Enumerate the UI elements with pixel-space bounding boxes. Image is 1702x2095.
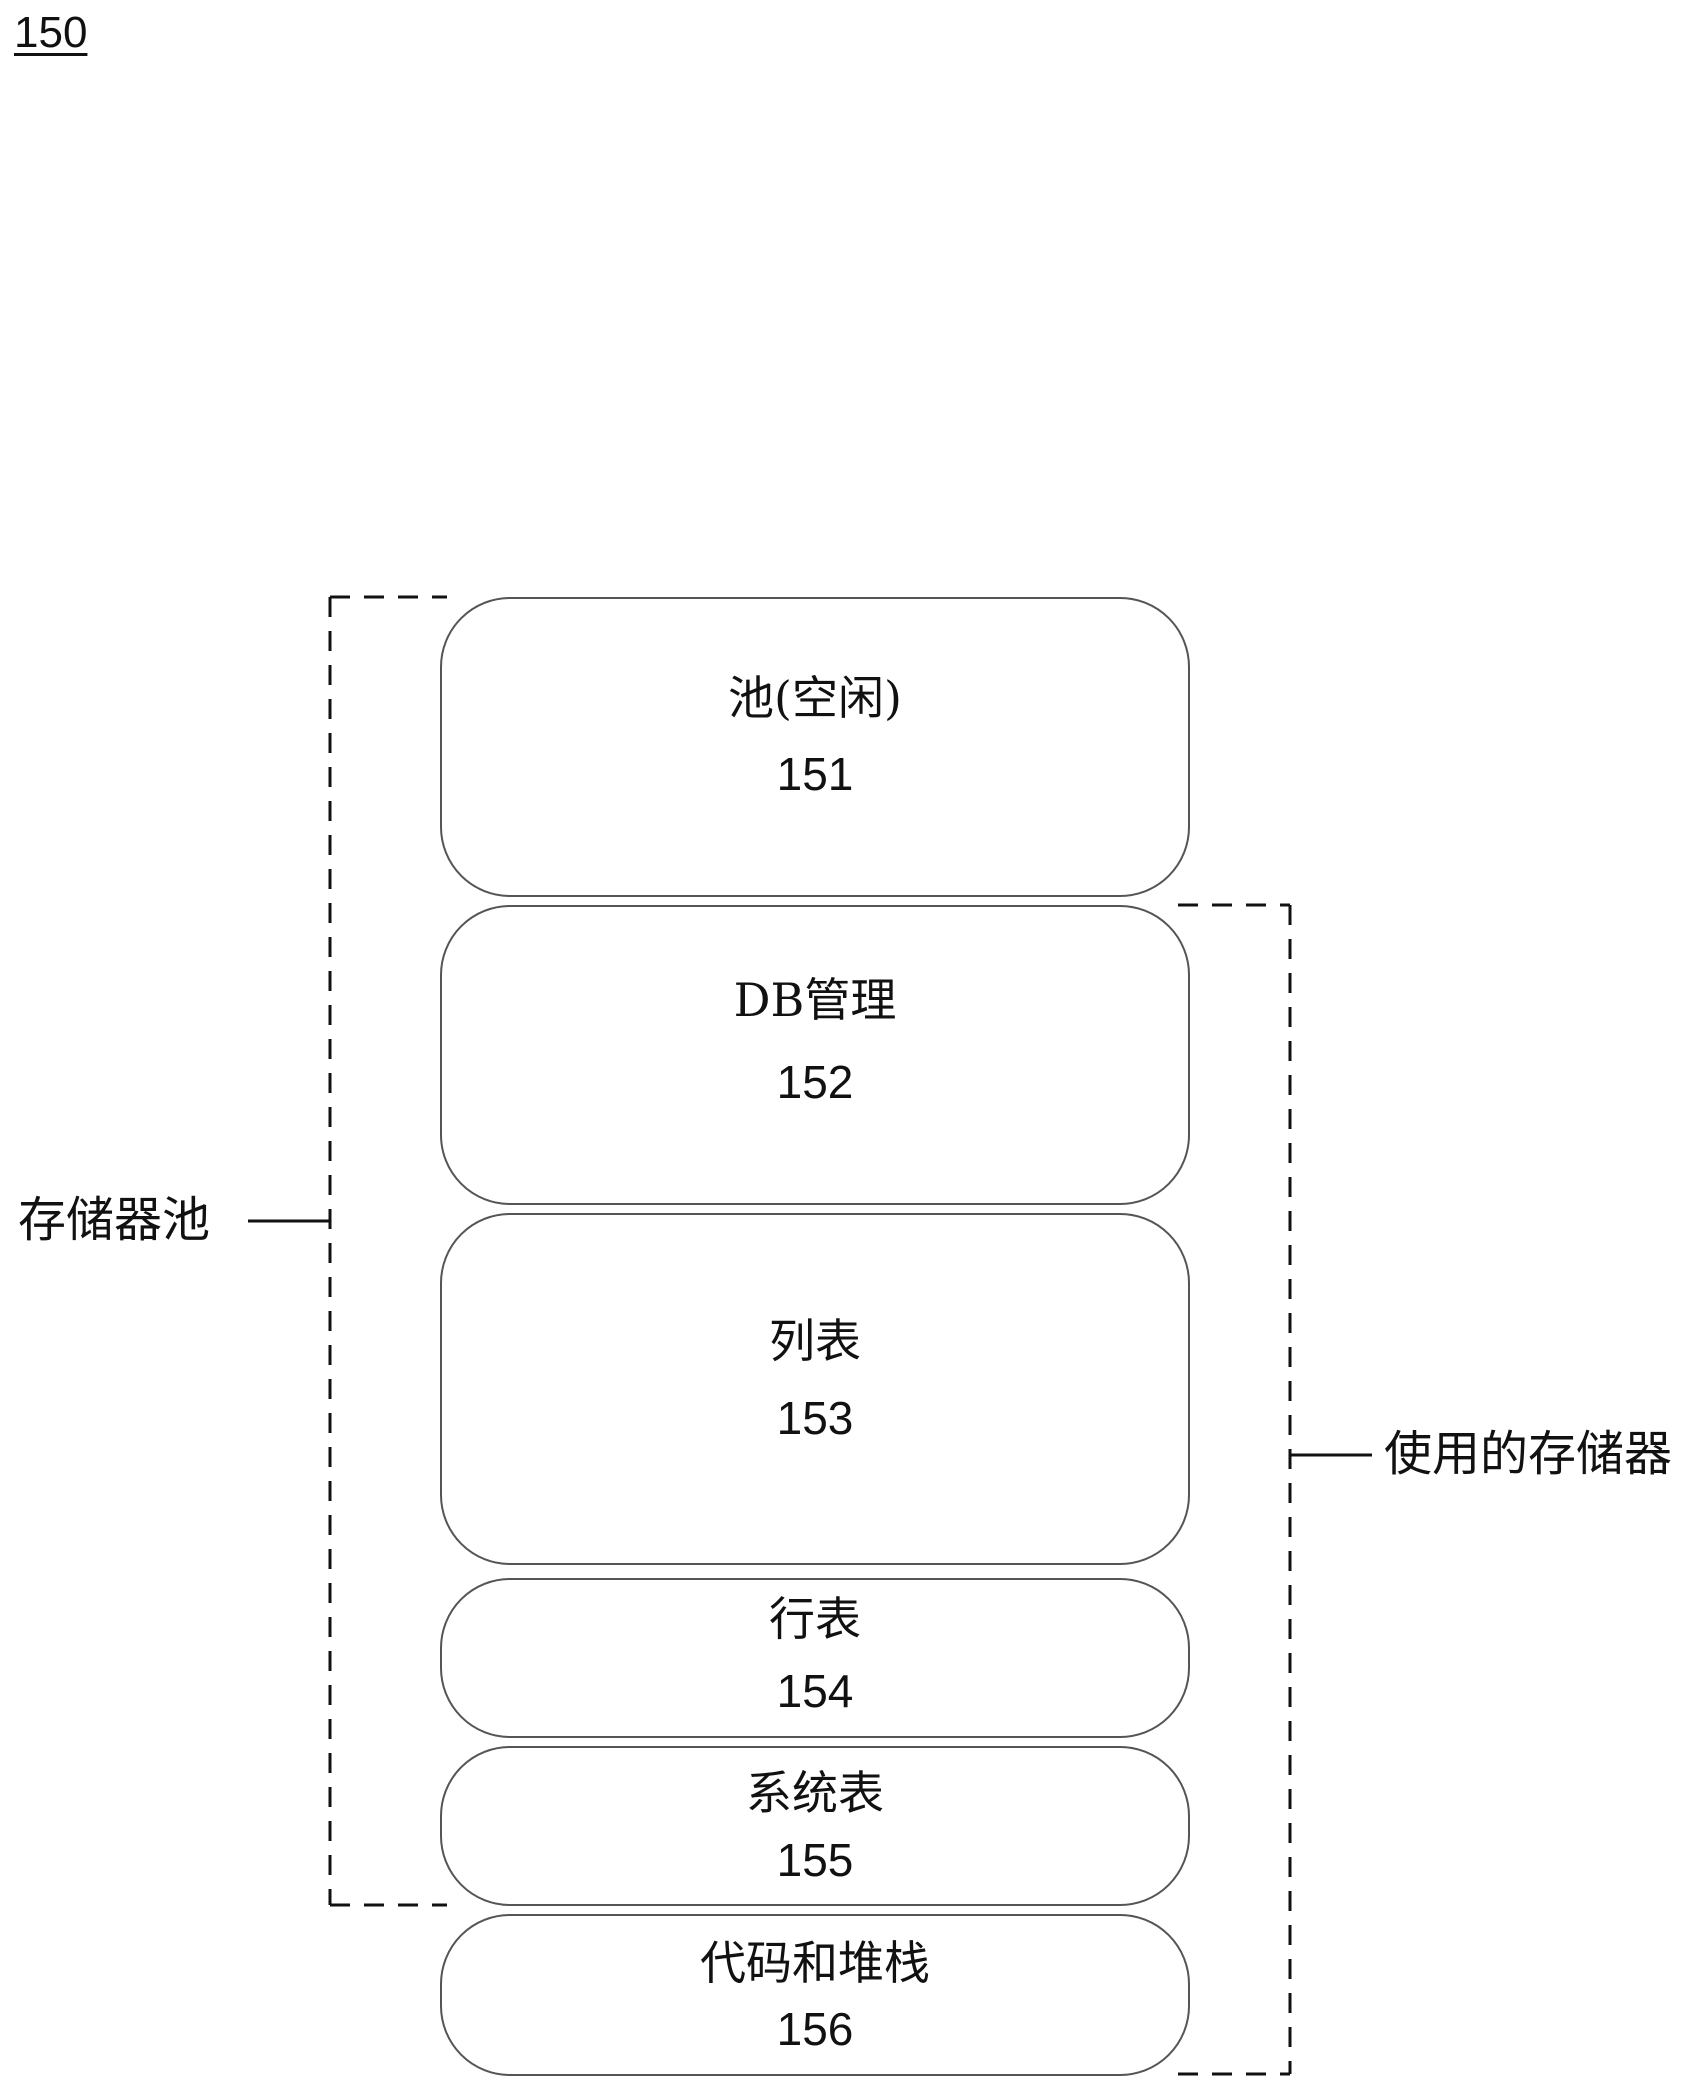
used-memory-label: 使用的存储器: [1384, 1426, 1673, 1482]
block-label: DB管理: [733, 973, 897, 1027]
block-pool-free: 池(空闲) 151: [440, 597, 1190, 897]
block-row-table: 行表 154: [440, 1578, 1190, 1738]
block-number: 155: [776, 1834, 854, 1886]
figure-id: 150: [14, 8, 88, 57]
block-number: 156: [776, 2003, 854, 2055]
block-number: 154: [776, 1665, 854, 1717]
block-number: 151: [776, 748, 854, 800]
block-label: 系统表: [746, 1766, 884, 1820]
block-label: 列表: [769, 1314, 861, 1368]
block-number: 153: [776, 1392, 854, 1444]
block-db-management: DB管理 152: [440, 905, 1190, 1205]
block-label: 池(空闲): [728, 671, 902, 725]
memory-pool-label: 存储器池: [18, 1192, 211, 1248]
block-code-and-stack: 代码和堆栈 156: [440, 1914, 1190, 2076]
used-memory-bracket: [1178, 903, 1292, 2076]
block-column-table: 列表 153: [440, 1213, 1190, 1565]
memory-pool-bracket: [328, 595, 447, 1907]
block-system-table: 系统表 155: [440, 1746, 1190, 1906]
block-label: 代码和堆栈: [700, 1936, 930, 1990]
block-label: 行表: [769, 1592, 861, 1646]
block-number: 152: [776, 1056, 854, 1108]
